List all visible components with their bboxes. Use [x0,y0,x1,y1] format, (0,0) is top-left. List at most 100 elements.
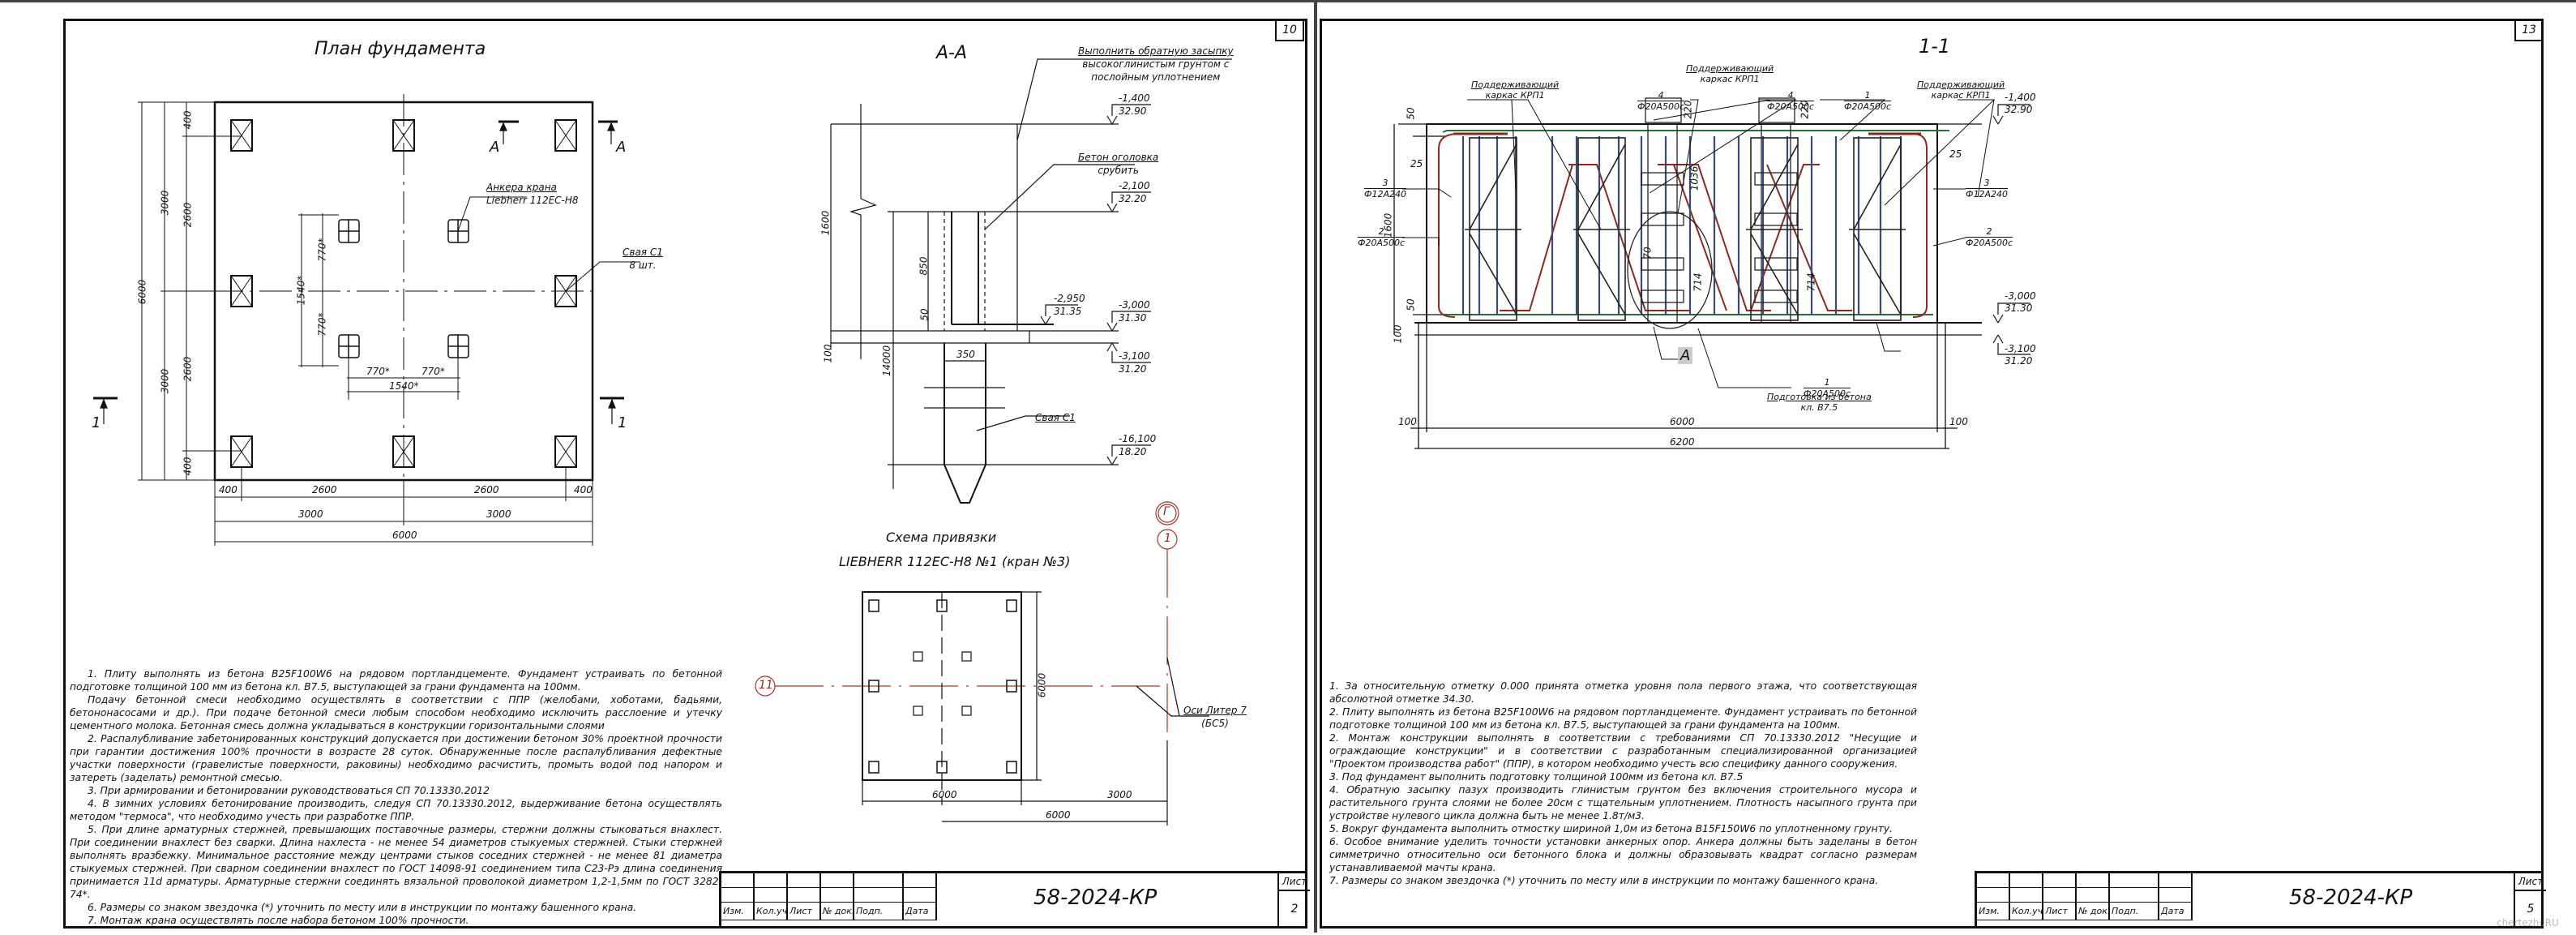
r-dim-220-right: 220 [1799,100,1811,119]
callout-line: каркас КРП1 [1931,90,1991,101]
binding-scheme-drawing [755,501,1209,826]
bar-spec: Ф20А500с [1966,238,2013,248]
title-block-grid: Изм. Кол.уч Лист № док. Подп. Дата [1977,873,2193,920]
note-item: 7. Монтаж крана осуществлять после набор… [88,915,469,926]
level-abs: 31.20 [2005,355,2033,367]
r-dim-25-right: 25 [1949,148,1962,160]
bar-spec: Ф20А500с [1767,101,1815,112]
axis-11-label: 11 [759,679,773,692]
sheet-number-box: Лист 5 [2514,873,2546,929]
corner-sheet-number: 13 [2514,19,2544,41]
note-item: 5. При длине арматурных стержней, превыш… [70,824,722,900]
document-code: 58-2024-КР [1033,886,1157,910]
level-rel: -1,400 [1119,92,1150,104]
section-aa-drawing [830,58,1232,504]
backfill-note-line2: высокоглинистым грунтом с [1082,58,1230,70]
r-dim-220-left: 220 [1682,100,1694,119]
r-dim-70: 70 [1641,247,1654,259]
sheet-frame [1320,19,2544,929]
bar-number: 4 [1767,90,1815,101]
drawing-sheet-right: 13 1-1 [1317,0,2576,933]
note-item: 4. Обратную засыпку пазух производить гл… [1329,784,1917,821]
backfill-note-line3: послойным уплотнением [1091,71,1221,83]
axis-g-label: Г [1163,505,1170,518]
level-rel: -1,400 [2005,92,2036,103]
tb-header-kol: Кол.уч [755,903,788,920]
note-item: 7. Размеры со знаком звездочка (*) уточн… [1329,875,1879,886]
dim-bottom-400-left: 400 [219,484,237,495]
notes-right: 1. За относительную отметку 0.000 принят… [1329,680,1917,887]
callout-line: Поддерживающий [1917,79,2005,90]
backfill-note: Выполнить обратную засыпку высокоглинист… [1078,45,1234,84]
pile-icon [230,275,253,307]
pile-icon [554,119,577,152]
sheet-label: Лист [2515,873,2546,891]
axes-note-line2: (БС5) [1201,718,1229,729]
sheet-frame [63,19,1307,929]
binding-dim-width: 6000 [932,789,957,800]
pile-label: Свая С1 8 шт. [623,246,663,272]
binding-dim-height: 6000 [1036,672,1048,698]
level-abs: 31.35 [1054,306,1082,317]
dim-bottom-2600-left: 2600 [312,484,337,495]
callout-line: кл. B7.5 [1800,402,1838,413]
level-rel: -3,100 [2005,343,2036,354]
note-item: Подачу бетонной смеси необходимо осущест… [70,694,722,731]
section-marker-a-right: А [616,139,627,156]
binding-dim-to-axis: 6000 [1046,809,1071,821]
tb-header-izm: Изм. [721,903,755,920]
r-dim-1036: 1036 [1688,165,1701,191]
dim-bottom-6000: 6000 [392,530,417,541]
level-rel: -3,100 [1119,350,1150,362]
level-rel: -2,950 [1054,293,1085,304]
sheet-number: 2 [1290,903,1299,916]
bar-number: 3 [1364,178,1406,189]
section-11-title: 1-1 [1919,35,1951,58]
section-marker-1-right: 1 [618,414,627,431]
document-code: 58-2024-КР [2289,886,2413,910]
axis-1-label: 1 [1164,532,1171,545]
tb-header-date: Дата [2159,903,2193,920]
level-rel: -2,100 [1119,180,1150,191]
bar-spec: Ф20А500с [1358,238,1406,248]
binding-dim-offset: 3000 [1107,789,1132,800]
r-dim-50-top: 50 [1405,107,1417,120]
section-aa-title: А-А [936,43,968,63]
drawing-sheet-left: 10 План фундамента [0,0,1317,933]
callout-line: каркас КРП1 [1700,74,1760,84]
bar-spec: Ф20А500с [1844,101,1892,112]
r-dim-50-bottom: 50 [1405,298,1417,311]
crane-anchor-columns [1627,97,1798,329]
section-marker-a-left: А [490,139,500,156]
corner-sheet-number: 10 [1275,19,1304,41]
tb-header-sign: Подп. [854,903,904,920]
callout-line: Подготовка из бетона [1767,392,1872,402]
plan-title: План фундамента [315,39,486,59]
binding-title-line2: LIEBHERR 112EC-H8 №1 (кран №3) [839,554,1071,569]
binding-piles [868,599,1017,774]
dim-bottom-2600-right: 2600 [474,484,499,495]
backfill-note-line1: Выполнить обратную засыпку [1078,45,1234,57]
callout-leaders [1402,99,1996,388]
concrete-head-note: Бетон оголовка срубить [1078,151,1158,177]
binding-anchors [913,651,972,716]
pile-icon [392,119,415,152]
bar-spec: Ф12А240 [1966,189,2008,199]
anchor-icon [338,219,360,243]
foundation-plan-drawing [93,94,640,546]
level-abs: 31.30 [1119,312,1147,324]
pile-label-line2: 8 шт. [629,259,657,271]
concrete-head-line2: срубить [1098,165,1139,176]
title-block: Изм. Кол.уч Лист № док. Подп. Дата 58-20… [1975,871,2546,929]
